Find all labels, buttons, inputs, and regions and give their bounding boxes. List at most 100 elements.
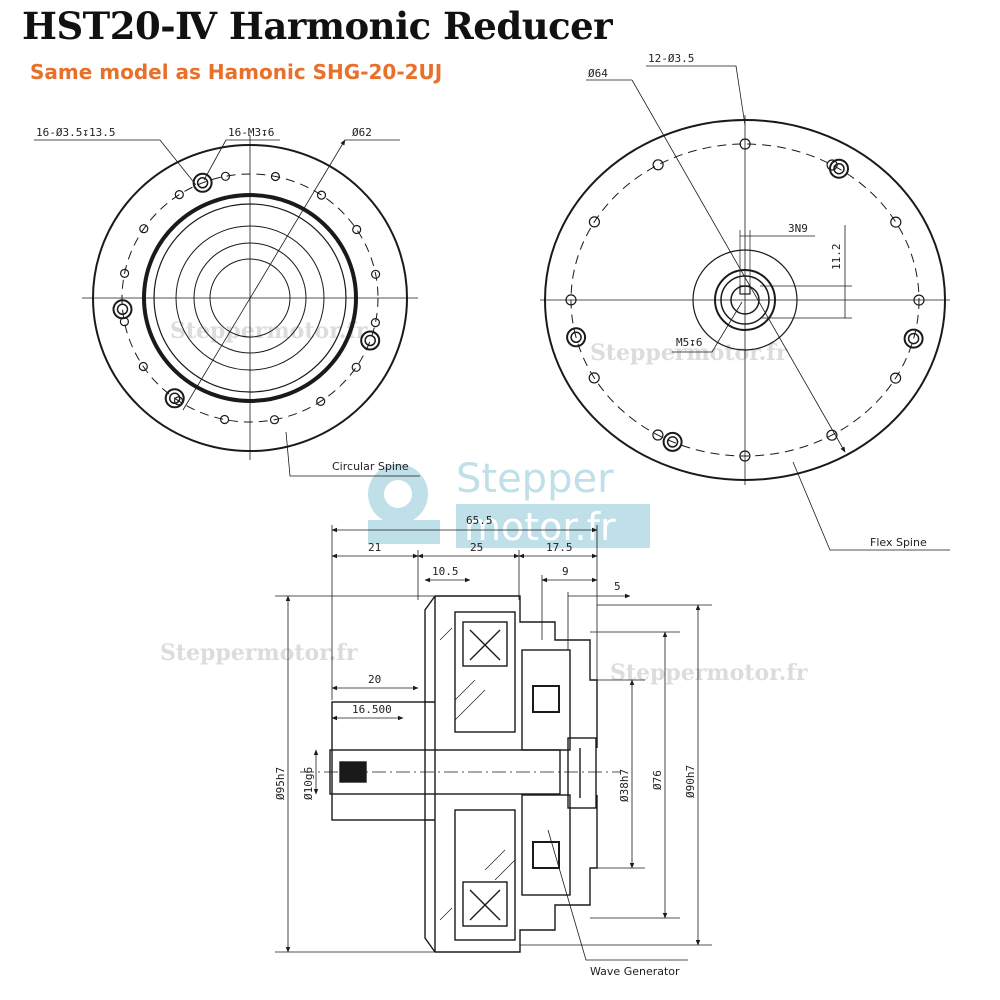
front-hole-callout-1: 16-Ø3.5↧13.5	[36, 126, 115, 139]
flexspline-upper	[521, 649, 571, 751]
wave-generator-leader	[547, 829, 688, 961]
rear-diameter-line	[631, 79, 846, 453]
crossed-bearing-upper	[462, 621, 508, 667]
dim-21: 21	[368, 541, 381, 554]
front-diameter-label: Ø62	[352, 126, 372, 139]
mounting-boss	[116, 303, 129, 316]
front-view	[34, 135, 420, 477]
mounting-boss	[192, 172, 213, 193]
input-hub	[331, 701, 426, 821]
watermark-text: Steppermotor.fr	[170, 318, 368, 344]
mounting-boss	[570, 331, 582, 344]
mounting-boss	[829, 158, 849, 179]
bolt-hole	[352, 224, 362, 235]
flange-lip-bottom	[424, 819, 436, 953]
bolt-hole	[351, 362, 361, 372]
bearing-cross-upper	[469, 629, 501, 661]
side-dimensions	[275, 525, 712, 961]
bolt-hole	[826, 159, 838, 171]
thread-label: M5↧6	[676, 336, 703, 349]
dim-9: 9	[562, 565, 569, 578]
front-diameter-line	[182, 139, 346, 411]
mounting-boss	[196, 177, 209, 189]
bolt-hole	[316, 190, 327, 200]
mounting-boss	[666, 436, 679, 448]
section-hatching	[439, 627, 516, 921]
watermark-text: Steppermotor.fr	[610, 660, 808, 686]
rear-diameter-label: Ø64	[588, 67, 608, 80]
rear-hole-callout: 12-Ø3.5	[648, 52, 694, 65]
bolt-hole	[138, 361, 148, 372]
side-section-view	[300, 595, 620, 953]
flex-spine-leader	[792, 461, 950, 551]
mounting-boss	[364, 334, 376, 347]
bolt-hole	[826, 429, 838, 441]
wave-bearing-lower	[532, 841, 560, 869]
dim-17-5: 17.5	[546, 541, 573, 554]
watermark-text: Steppermotor.fr	[590, 340, 788, 366]
watermark-text: Steppermotor.fr	[160, 640, 358, 666]
bolt-hole	[588, 216, 601, 228]
housing-top-profile	[435, 595, 598, 748]
dim-5: 5	[614, 580, 621, 593]
bolt-hole	[889, 372, 902, 384]
dim-38h7: Ø38h7	[618, 769, 631, 802]
dim-16-5: 16.500	[352, 703, 392, 716]
rear-view	[540, 65, 950, 551]
dim-90h7: Ø90h7	[684, 765, 697, 798]
dim-76: Ø76	[651, 770, 664, 790]
dim-10-5: 10.5	[432, 565, 459, 578]
flange-lip-top	[424, 595, 436, 703]
brand-watermark-line1: Stepper	[456, 456, 614, 502]
mounting-boss	[662, 431, 683, 452]
mounting-boss	[566, 327, 587, 348]
flexspline-lower	[521, 794, 571, 896]
dim-10g6: Ø10g6	[302, 767, 315, 800]
mounting-boss	[360, 330, 381, 351]
bolt-hole	[588, 372, 600, 384]
watermark-layer: Stepper motor.fr Steppermotor.fr Stepper…	[160, 318, 808, 686]
flex-spine-label: Flex Spine	[870, 536, 927, 549]
bolt-hole	[119, 268, 130, 278]
front-hole-pattern	[112, 171, 381, 425]
bolt-hole	[270, 171, 280, 182]
keyway-label: 3N9	[788, 222, 808, 235]
wave-generator-label: Wave Generator	[590, 965, 680, 978]
dim-25: 25	[470, 541, 483, 554]
bolt-hole	[174, 190, 184, 200]
bolt-hole	[139, 224, 149, 234]
dim-95h7: Ø95h7	[274, 767, 287, 800]
bolt-hole	[652, 429, 664, 441]
page-title: HST20-Ⅳ Harmonic Reducer	[22, 4, 613, 48]
bolt-hole	[269, 415, 280, 425]
page-subtitle: Same model as Hamonic SHG-20-2UJ	[30, 60, 443, 84]
wave-generator-plug	[567, 737, 597, 809]
brand-logo-watermark: Stepper motor.fr	[368, 456, 650, 549]
circular-spine-lower	[454, 809, 516, 941]
bolt-hole	[220, 171, 231, 181]
bolt-hole	[220, 414, 230, 425]
thread-leader	[672, 301, 743, 353]
bolt-hole	[316, 396, 326, 406]
key-height-label: 11.2	[830, 244, 843, 271]
bolt-hole	[652, 159, 664, 171]
front-callout-2-leader	[203, 139, 227, 181]
dim-65-5: 65.5	[466, 514, 493, 527]
brand-watermark-line2: motor.fr	[464, 505, 616, 549]
mounting-boss	[168, 392, 181, 405]
front-callout-1-leader	[34, 139, 197, 186]
mounting-boss	[164, 388, 185, 409]
mounting-boss	[833, 162, 845, 175]
bolt-hole	[890, 216, 902, 228]
wave-bearing-upper	[532, 685, 560, 713]
front-hole-callout-2: 16-M3↧6	[228, 126, 274, 139]
dim-20: 20	[368, 673, 381, 686]
housing-bottom-profile	[435, 795, 598, 953]
mounting-boss	[903, 328, 924, 349]
bolt-hole	[370, 318, 380, 328]
rear-callout-leader	[646, 65, 746, 126]
bolt-hole	[371, 269, 381, 279]
mounting-boss	[907, 332, 920, 345]
circular-spine-leader	[285, 431, 420, 477]
